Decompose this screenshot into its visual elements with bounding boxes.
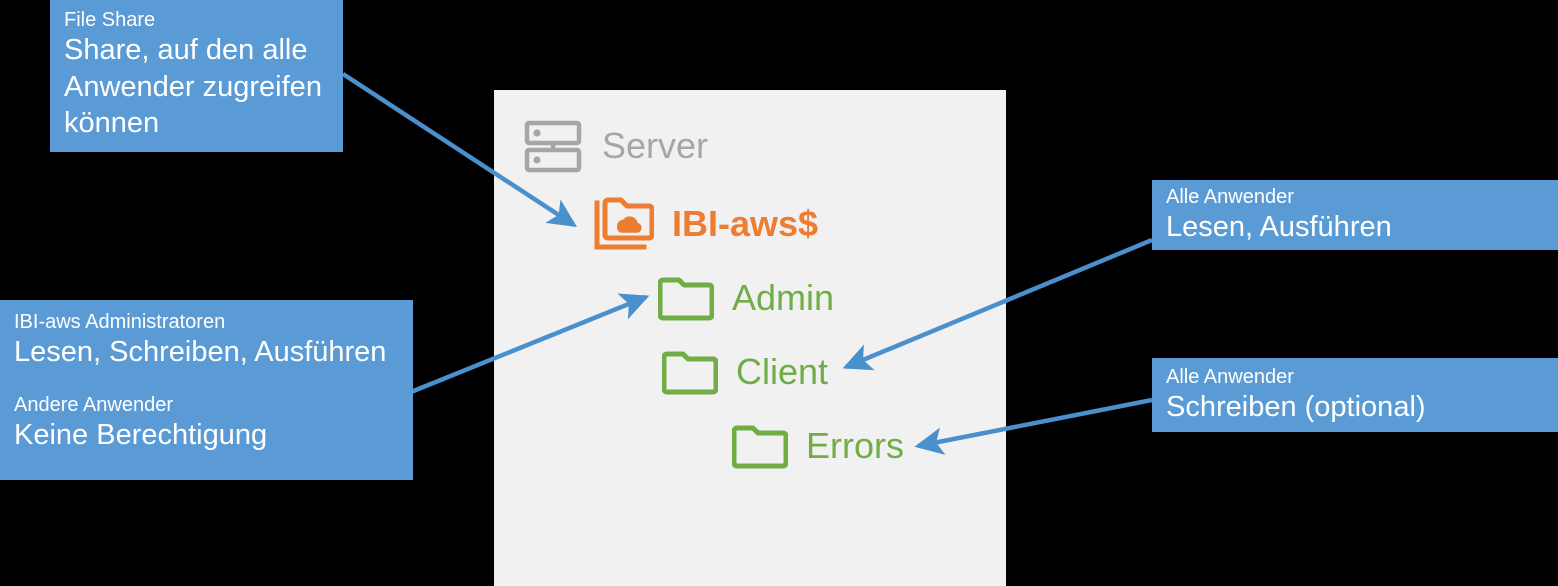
callout-file-share-body: Share, auf den alle Anwender zugreifen k…: [64, 34, 322, 140]
callout-write-optional-body: Schreiben (optional): [1166, 390, 1426, 423]
shared-folder-cloud-icon: [592, 193, 654, 255]
callout-other-users-title: Andere Anwender: [14, 393, 174, 416]
folder-label-admin: Admin: [732, 277, 835, 318]
server-label: Server: [602, 125, 709, 166]
callout-file-share[interactable]: File Share Share, auf den alle Anwender …: [50, 0, 343, 152]
folder-row-errors[interactable]: Errors: [732, 420, 904, 472]
callout-read-execute-title: Alle Anwender: [1166, 185, 1294, 208]
callout-other-users-body: Keine Berechtigung: [14, 419, 268, 452]
folder-label-client: Client: [736, 351, 829, 392]
callout-read-execute[interactable]: Alle Anwender Lesen, Ausführen: [1152, 180, 1558, 250]
callout-administrators-title: IBI-aws Administratoren: [14, 311, 226, 333]
callout-read-execute-body: Lesen, Ausführen: [1166, 210, 1392, 243]
share-row[interactable]: IBI-aws$: [592, 193, 818, 255]
share-label: IBI-aws$: [672, 203, 819, 244]
callout-write-optional[interactable]: Alle Anwender Schreiben (optional): [1152, 358, 1558, 432]
folder-icon: [662, 346, 718, 398]
folder-row-client[interactable]: Client: [662, 346, 828, 398]
folder-icon: [658, 272, 714, 324]
callout-write-optional-title: Alle Anwender: [1166, 365, 1294, 388]
callout-administrators[interactable]: IBI-aws Administratoren Lesen, Schreiben…: [0, 300, 413, 480]
callout-administrators-body: Lesen, Schreiben, Ausführen: [14, 336, 387, 369]
folder-icon: [732, 420, 788, 472]
server-row: Server: [524, 117, 708, 175]
folder-row-admin[interactable]: Admin: [658, 272, 834, 324]
callout-file-share-title: File Share: [64, 9, 156, 31]
server-icon: [524, 117, 582, 175]
folder-label-errors: Errors: [806, 425, 904, 466]
callout-spacer: [14, 371, 413, 393]
